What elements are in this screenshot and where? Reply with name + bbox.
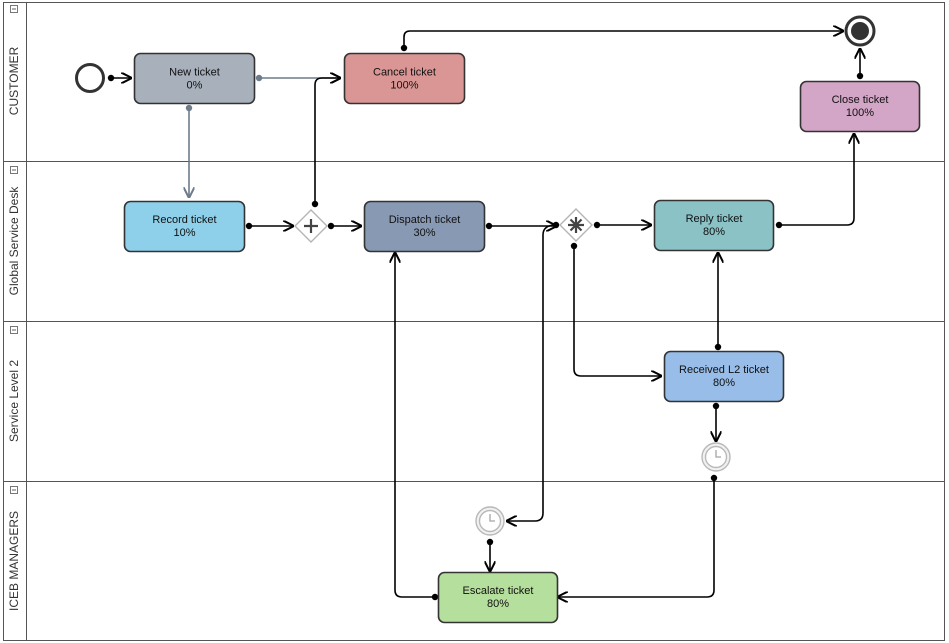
task-progress: 0% — [187, 80, 203, 92]
task-name: New ticket — [169, 67, 220, 79]
end-event[interactable] — [844, 15, 876, 47]
lane-collapse-button[interactable] — [10, 486, 18, 494]
task-name: Reply ticket — [686, 213, 743, 225]
lane-managers: ICEB MANAGERS — [7, 486, 21, 611]
lane-customer: CUSTOMER — [7, 5, 21, 115]
flow-escalate-to-dispatch[interactable] — [395, 253, 435, 598]
flow-source-dot — [712, 402, 720, 410]
lane-collapse-button[interactable] — [10, 326, 18, 334]
flows — [107, 31, 864, 601]
lane-label-level2: Service Level 2 — [7, 360, 21, 442]
task-progress: 80% — [703, 226, 725, 238]
task-name: Received L2 ticket — [679, 364, 769, 376]
task-cancel-ticket[interactable]: Cancel ticket 100% — [343, 52, 466, 105]
task-box[interactable] — [363, 200, 486, 253]
flow-source-dot — [710, 474, 718, 482]
task-box[interactable] — [133, 52, 256, 105]
flow-source-dot — [570, 242, 578, 250]
flow-complex-to-escalate-timer[interactable] — [507, 224, 557, 521]
flow-source-dot — [593, 221, 601, 229]
flow-source-dot — [311, 200, 319, 208]
lane-label-service-desk: Global Service Desk — [7, 186, 21, 296]
flow-source-dot — [245, 222, 253, 230]
task-close-ticket[interactable]: Close ticket 100% — [799, 80, 921, 133]
lane-level2: Service Level 2 — [7, 326, 21, 442]
task-new-ticket[interactable]: New ticket 0% — [133, 52, 256, 105]
task-record-ticket[interactable]: Record ticket 10% — [123, 200, 246, 253]
flow-source-dot — [775, 221, 783, 229]
task-reply-ticket[interactable]: Reply ticket 80% — [653, 199, 775, 252]
task-escalate-ticket[interactable]: Escalate ticket 80% — [437, 571, 559, 624]
flow-cancel-to-end[interactable] — [403, 31, 843, 48]
timer-event-l2[interactable] — [701, 442, 731, 472]
task-progress: 100% — [390, 80, 418, 92]
task-box[interactable] — [799, 80, 921, 133]
task-progress: 80% — [487, 598, 509, 610]
task-name: Dispatch ticket — [389, 214, 461, 226]
lane-collapse-button[interactable] — [10, 5, 18, 13]
task-box[interactable] — [653, 199, 775, 252]
plus-icon — [304, 219, 318, 233]
flow-source-dot — [552, 221, 560, 229]
lane-service-desk: Global Service Desk — [7, 166, 21, 296]
start-event-icon[interactable] — [75, 63, 105, 93]
task-progress: 10% — [173, 227, 195, 239]
tasks: New ticket 0% Cancel ticket 100% Close t… — [123, 52, 921, 624]
task-box[interactable] — [343, 52, 466, 105]
flow-timer-to-escalate[interactable] — [558, 478, 715, 597]
flow-source-dot — [185, 104, 193, 112]
asterisk-icon — [568, 217, 584, 233]
task-name: Close ticket — [832, 94, 889, 106]
task-name: Record ticket — [152, 214, 216, 226]
timer-event-escalate[interactable] — [475, 506, 505, 536]
start-event[interactable] — [75, 63, 105, 93]
task-received-l2-ticket[interactable]: Received L2 ticket 80% — [663, 350, 785, 403]
complex-gateway[interactable] — [559, 208, 593, 242]
flow-source-dot — [714, 343, 722, 351]
task-box[interactable] — [123, 200, 246, 253]
flow-gateway-to-cancel[interactable] — [314, 78, 340, 204]
flow-source-dot — [400, 44, 408, 52]
flow-complex-to-received[interactable] — [573, 246, 661, 376]
lane-collapse-button[interactable] — [10, 166, 18, 174]
task-name: Escalate ticket — [463, 585, 534, 597]
pool — [3, 2, 945, 641]
task-name: Cancel ticket — [373, 67, 436, 79]
flow-source-dot — [431, 593, 439, 601]
parallel-gateway[interactable] — [294, 209, 328, 243]
task-progress: 30% — [413, 227, 435, 239]
task-box[interactable] — [437, 571, 559, 624]
task-dispatch-ticket[interactable]: Dispatch ticket 30% — [363, 200, 486, 253]
lane-label-managers: ICEB MANAGERS — [7, 511, 21, 611]
end-event-core — [851, 22, 869, 40]
flow-source-dot — [485, 222, 493, 230]
flow-source-dot — [255, 74, 263, 82]
flow-source-dot — [856, 72, 864, 80]
flow-source-dot — [107, 74, 115, 82]
task-progress: 100% — [846, 107, 874, 119]
lane-label-customer: CUSTOMER — [7, 46, 21, 115]
task-progress: 80% — [713, 377, 735, 389]
flow-source-dot — [486, 538, 494, 546]
flow-reply-to-close[interactable] — [779, 134, 854, 226]
task-box[interactable] — [663, 350, 785, 403]
flow-source-dot — [327, 222, 335, 230]
clock-hands — [489, 514, 495, 522]
clock-hands — [715, 450, 721, 458]
